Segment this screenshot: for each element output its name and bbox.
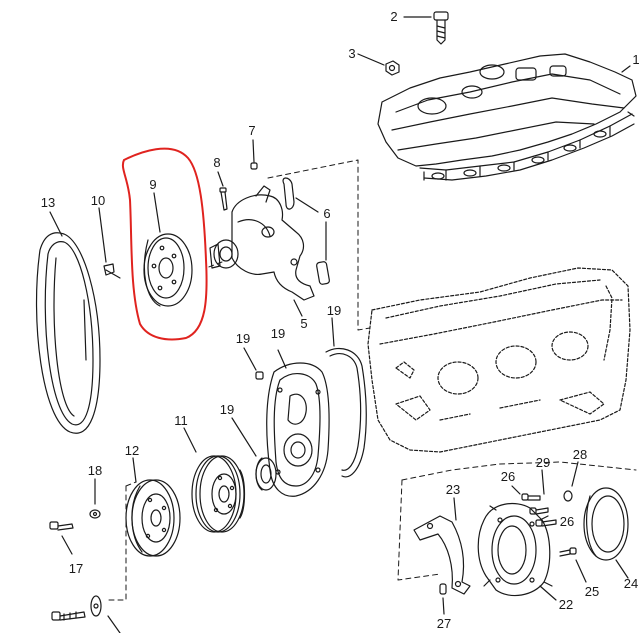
bolt-2	[403, 11, 449, 45]
callout-28: 28	[572, 447, 588, 462]
callout-9: 9	[149, 177, 157, 192]
bolt-26a	[511, 485, 541, 501]
callout-22: 22	[558, 597, 574, 612]
bolt-7	[250, 139, 258, 170]
rear-seal-housing	[477, 502, 557, 601]
timing-cover-gasket	[325, 317, 367, 478]
callout-25: 25	[584, 584, 600, 599]
callout-19-cover: 19	[270, 326, 286, 341]
callout-19-seal: 19	[219, 402, 235, 417]
callout-26-upper: 26	[500, 469, 516, 484]
seal-retainer-23	[413, 497, 471, 595]
engine-block	[367, 267, 631, 453]
callout-10: 10	[90, 193, 106, 208]
bolt-29	[529, 469, 549, 515]
bolt-10	[98, 207, 121, 279]
water-pump-pulley	[143, 192, 193, 307]
callout-8: 8	[213, 155, 221, 170]
bolt-26b	[535, 519, 557, 527]
callout-18: 18	[87, 463, 103, 478]
bolt-17	[49, 521, 74, 555]
callout-27: 27	[436, 616, 452, 631]
callout-6: 6	[323, 206, 331, 221]
drive-belt	[35, 211, 101, 434]
callout-11: 11	[174, 413, 188, 428]
callout-24: 24	[623, 576, 639, 591]
rear-main-seal	[583, 487, 629, 579]
bolt-lower-left	[51, 595, 121, 633]
nut-3	[357, 53, 400, 76]
washer-28	[563, 461, 579, 502]
callout-3: 3	[348, 46, 356, 61]
intake-manifold	[377, 53, 637, 181]
callout-23: 23	[445, 482, 461, 497]
callout-12: 12	[124, 443, 140, 458]
crankshaft-pulley	[125, 457, 181, 557]
callout-7: 7	[248, 123, 256, 138]
callout-1: 1	[632, 52, 640, 67]
washer-18	[89, 478, 101, 519]
callout-5: 5	[300, 316, 308, 331]
crankshaft-seal	[231, 417, 277, 491]
pin-27	[439, 583, 447, 615]
callout-2: 2	[390, 9, 398, 24]
leader-frame-left	[107, 481, 137, 601]
crankshaft-damper	[183, 427, 246, 533]
callout-19-bolt: 19	[235, 331, 251, 346]
leader-frame-lower	[397, 461, 637, 581]
bolt-25	[559, 547, 587, 583]
bolt-8	[217, 171, 228, 211]
leader-frame-upper	[205, 159, 371, 331]
callout-26-lower: 26	[559, 514, 575, 529]
callout-19-gasket: 19	[326, 303, 342, 318]
water-pump	[209, 185, 315, 317]
highlight-outline	[121, 147, 208, 341]
callout-13: 13	[40, 195, 56, 210]
bolt-19a	[243, 347, 264, 380]
callout-17: 17	[68, 561, 84, 576]
callout-29: 29	[535, 455, 551, 470]
pump-gaskets	[282, 177, 330, 285]
